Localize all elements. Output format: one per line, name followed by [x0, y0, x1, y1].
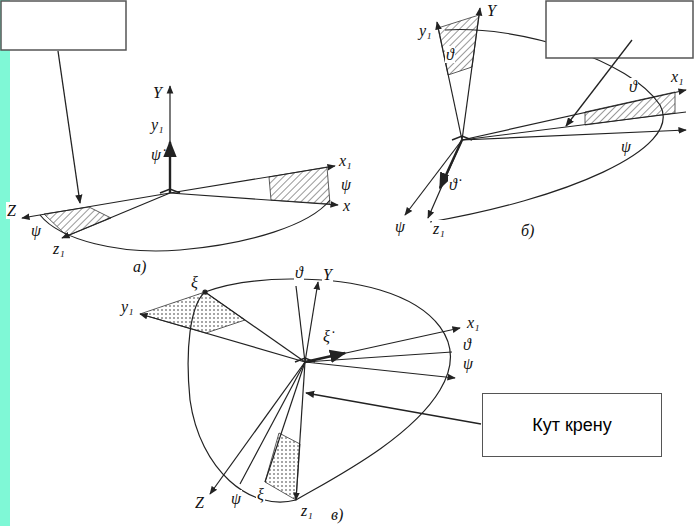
axis-label: Y: [322, 266, 333, 283]
axis-label: ϑ: [628, 78, 638, 95]
axis-label: ψ: [340, 176, 352, 193]
axis-label: y₁: [150, 116, 165, 133]
axis-label: Z: [194, 494, 205, 511]
axis-label: б): [520, 222, 535, 239]
figure-c: [140, 279, 460, 502]
callout-text: Кут крену: [532, 415, 612, 436]
leader-arrow: [566, 40, 632, 126]
axis-label: ϑ̇: [448, 176, 458, 193]
axis-label: ϑ: [462, 336, 472, 353]
axis-label: x₁: [670, 68, 685, 85]
leader-arrow: [306, 393, 481, 424]
axis-label: x: [342, 197, 351, 214]
callout-box: Кут крену: [482, 393, 662, 457]
axis-label: y₁: [418, 22, 433, 39]
paper: [10, 0, 694, 526]
axis-label: ψ: [620, 138, 632, 155]
axis-label: ξ: [256, 486, 265, 503]
axis-label: ξ: [190, 274, 199, 291]
axis-label: ψ: [462, 355, 474, 372]
axis-label: y₁: [120, 298, 135, 315]
axis-label: ψ: [230, 490, 242, 507]
axis-label: x₁: [338, 152, 353, 169]
axis-label: а): [132, 258, 147, 275]
axis-label: z₁: [432, 220, 446, 237]
leader-arrow: [58, 51, 80, 203]
axis-label: ξ̇: [322, 328, 331, 345]
axis-label: x₁: [466, 314, 481, 331]
axis-label: ψ̇: [150, 146, 162, 163]
axis-label: Y: [152, 84, 163, 101]
axis-label: ψ: [394, 218, 406, 235]
axis-label: ϑ: [445, 46, 455, 63]
axis-label: Y: [486, 2, 497, 19]
callout-box: [546, 1, 693, 58]
axis-label: ψ: [30, 222, 42, 239]
callout-box: [1, 1, 126, 50]
figure-a: [22, 86, 338, 251]
axis-label: z₁: [52, 240, 66, 257]
axis-label: z₁: [300, 502, 314, 519]
axis-label: Z: [6, 202, 17, 219]
axis-label: ϑ: [294, 264, 304, 281]
axis-label: в): [330, 506, 344, 523]
